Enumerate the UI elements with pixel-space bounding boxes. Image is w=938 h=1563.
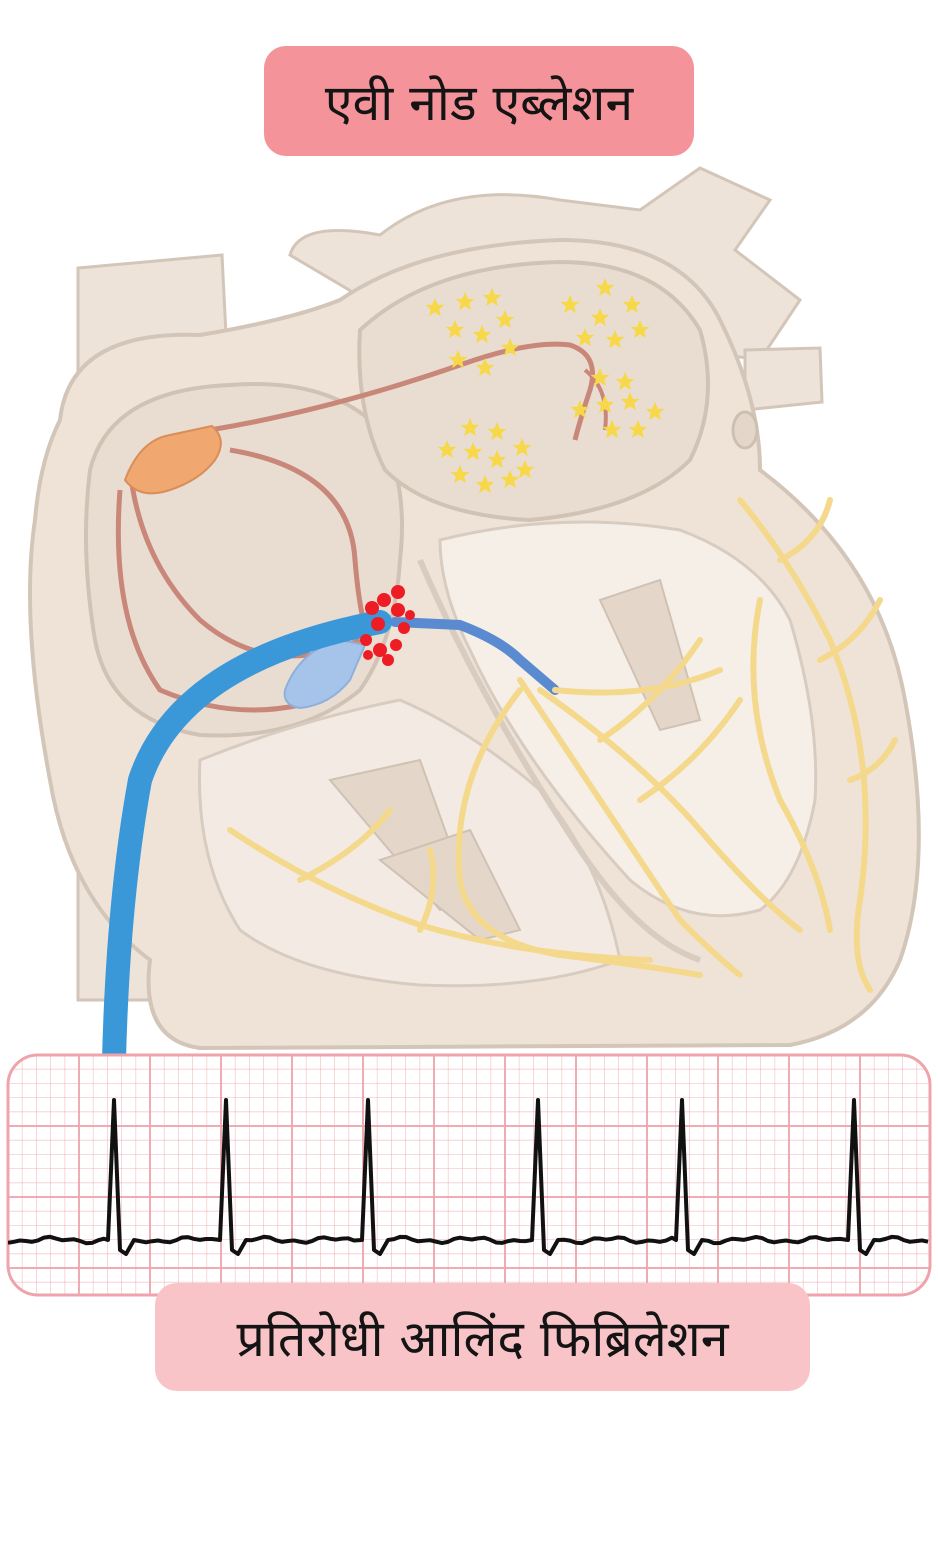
ablation-catheter [102, 610, 392, 1072]
title-text: एवी नोड एब्लेशन [324, 74, 634, 132]
purkinje-fibers [227, 497, 898, 993]
title-label: एवी नोड एब्लेशन [264, 46, 694, 156]
pulmonary-vein-right [743, 346, 824, 412]
av-node [283, 638, 367, 710]
bundle-of-his [390, 617, 560, 695]
bottom-label-text: प्रतिरोधी आलिंद फिब्रिलेशन [236, 1310, 729, 1368]
conduction-system [115, 341, 898, 993]
bachmann-bundle [209, 341, 595, 441]
bottom-label: प्रतिरोधी आलिंद फिब्रिलेशन [155, 1283, 810, 1391]
ecg-strip [6, 1053, 932, 1297]
left-atrium [357, 259, 710, 523]
internodal-tract-posterior [115, 489, 301, 713]
ablation-dots [360, 585, 415, 666]
interventricular-septum [417, 558, 701, 963]
ecg-trace [8, 1098, 929, 1256]
ecg-grid [8, 1055, 930, 1295]
valve-ring [731, 410, 759, 450]
internodal-tract-anterior [127, 469, 362, 659]
sa-node [123, 424, 222, 495]
left-atrial-branch [583, 368, 608, 431]
